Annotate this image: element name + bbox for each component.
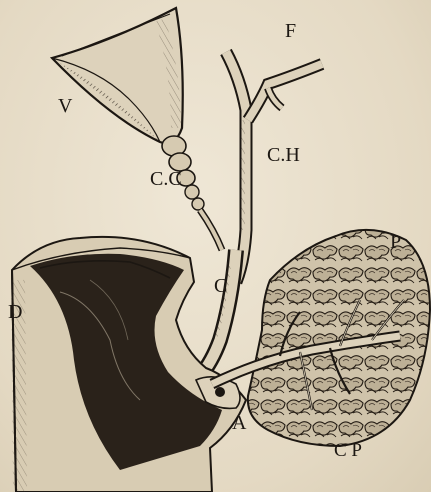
label-C: C	[214, 275, 227, 298]
label-F: F	[285, 20, 296, 43]
common-bile-duct	[200, 250, 236, 376]
label-A: A	[232, 412, 246, 435]
label-CH: C.H	[267, 144, 300, 167]
label-P: P	[390, 231, 401, 254]
cystic-duct	[162, 136, 222, 250]
label-CC: C.C	[150, 168, 182, 191]
label-D: D	[8, 301, 22, 324]
hepatic-duct	[226, 52, 322, 282]
label-CP: C P	[334, 440, 362, 462]
gall-bladder	[52, 8, 183, 143]
label-V: V	[58, 95, 72, 118]
